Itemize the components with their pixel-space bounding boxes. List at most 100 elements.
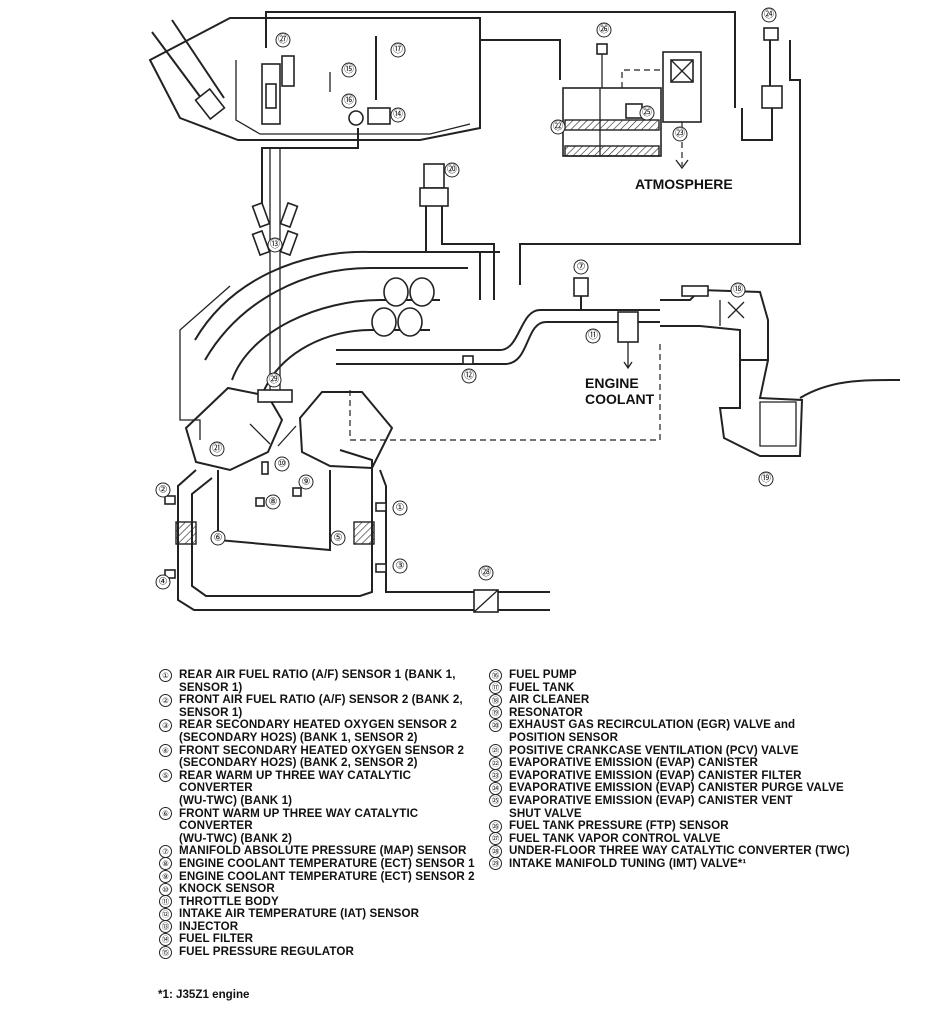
svg-text:㉗: ㉗ (278, 34, 288, 46)
legend-number: ⑬ (158, 920, 173, 934)
legend-number: ⑤ (158, 769, 173, 783)
callout-14: ⑭ (390, 107, 406, 123)
legend-number-text: ⑱ (489, 693, 502, 707)
legend-item: ⑱ AIR CLEANER (488, 694, 933, 707)
vapor-line-top (265, 11, 736, 108)
legend-number: ③ (158, 718, 173, 732)
legend-number: ㉒ (488, 756, 503, 770)
callout-10: ⑩ (274, 456, 290, 472)
svg-text:㉕: ㉕ (642, 107, 652, 119)
callout-4: ④ (155, 574, 171, 590)
legend-number-text: ① (159, 668, 172, 682)
legend-number: ⑩ (158, 882, 173, 896)
intake-manifold (194, 250, 660, 396)
svg-text:⑰: ⑰ (393, 44, 403, 56)
ect-sensor-1 (255, 497, 265, 507)
svg-text:⑩: ⑩ (278, 459, 287, 470)
callout-26: ㉖ (596, 22, 612, 38)
callout-19: ⑲ (758, 471, 774, 487)
svg-text:⑯: ⑯ (344, 95, 354, 107)
legend-number-text: ⑩ (159, 882, 172, 896)
callout-16: ⑯ (341, 93, 357, 109)
legend-number-text: ㉔ (489, 781, 502, 795)
canister-filter (662, 51, 702, 170)
atmosphere-label: ATMOSPHERE (635, 176, 733, 192)
legend-text: FUEL PRESSURE REGULATOR (179, 945, 354, 959)
legend-text: FUEL FILTER (179, 932, 254, 946)
legend-number: ⑫ (158, 907, 173, 921)
svg-text:㉙: ㉙ (269, 374, 279, 386)
legend-number-text: ㉕ (489, 794, 502, 808)
legend-number: ㉑ (488, 744, 503, 758)
legend-number-text: ⑪ (159, 895, 172, 909)
legend-item: ㉙ INTAKE MANIFOLD TUNING (IMT) VALVE*¹ (488, 856, 933, 871)
legend-number: ⑥ (158, 807, 173, 821)
legend-number-text: ② (159, 693, 172, 707)
legend-number: ㉗ (488, 832, 503, 846)
legend-text: MANIFOLD ABSOLUTE PRESSURE (MAP) SENSOR (179, 844, 467, 858)
svg-text:⑮: ⑮ (344, 64, 354, 76)
legend-number-text: ⑨ (159, 870, 172, 883)
legend-text: INTAKE MANIFOLD TUNING (IMT) VALVE*¹ (509, 856, 747, 870)
svg-text:⑧: ⑧ (269, 497, 278, 508)
legend-number: ㉘ (488, 844, 503, 858)
callout-28: ㉘ (478, 565, 494, 581)
resonator (718, 359, 901, 457)
legend-number: ㉙ (488, 857, 503, 871)
evap-canister (562, 43, 662, 157)
legend-number: ⑰ (488, 681, 503, 695)
svg-text:㉘: ㉘ (481, 567, 491, 579)
legend-text: REAR SECONDARY HEATED OXYGEN SENSOR 2 (S… (179, 718, 457, 744)
legend-text: INJECTOR (179, 919, 239, 933)
callout-5: ⑤ (330, 530, 346, 546)
callout-9: ⑨ (298, 474, 314, 490)
iat-sensor (462, 355, 474, 365)
svg-text:㉖: ㉖ (599, 24, 609, 36)
svg-text:⑤: ⑤ (334, 533, 343, 544)
legend-item: ③ REAR SECONDARY HEATED OXYGEN SENSOR 2 (… (158, 719, 488, 744)
legend-number-text: ㉑ (489, 744, 502, 758)
legend-text: EVAPORATIVE EMISSION (EVAP) CANISTER VEN… (509, 793, 793, 820)
legend-text: REAR WARM UP THREE WAY CATALYTIC CONVERT… (179, 768, 412, 807)
legend-number: ⑲ (488, 706, 503, 720)
injectors (251, 148, 299, 400)
svg-text:⑦: ⑦ (577, 262, 586, 273)
legend-number-text: ⑰ (489, 681, 502, 695)
footnote: *1: J35Z1 engine (158, 988, 250, 1001)
svg-text:①: ① (396, 503, 405, 514)
callout-12: ⑫ (461, 368, 477, 384)
callout-21: ㉑ (209, 441, 225, 457)
air-cleaner (660, 285, 769, 361)
callout-24: ㉔ (761, 7, 777, 23)
svg-text:③: ③ (396, 561, 405, 572)
legend-text: AIR CLEANER (509, 693, 590, 707)
callout-22: ㉒ (550, 119, 566, 135)
legend-text: INTAKE AIR TEMPERATURE (IAT) SENSOR (179, 907, 420, 921)
egr-valve (419, 163, 495, 300)
legend-number: ㉕ (488, 794, 503, 808)
legend-number-text: ⑭ (159, 932, 172, 946)
legend-text: FRONT WARM UP THREE WAY CATALYTIC CONVER… (179, 806, 419, 845)
legend-number: ㉔ (488, 781, 503, 795)
callout-1: ① (392, 500, 408, 516)
filler-neck (151, 19, 226, 121)
legend-text: EXHAUST GAS RECIRCULATION (EGR) VALVE an… (509, 718, 796, 744)
legend-text: RESONATOR (509, 705, 583, 719)
legend-item: ⑥ FRONT WARM UP THREE WAY CATALYTIC CONVE… (158, 806, 488, 846)
callout-27: ㉗ (275, 32, 291, 48)
legend-text: FUEL PUMP (509, 668, 577, 681)
legend-number-text: ③ (159, 718, 172, 732)
